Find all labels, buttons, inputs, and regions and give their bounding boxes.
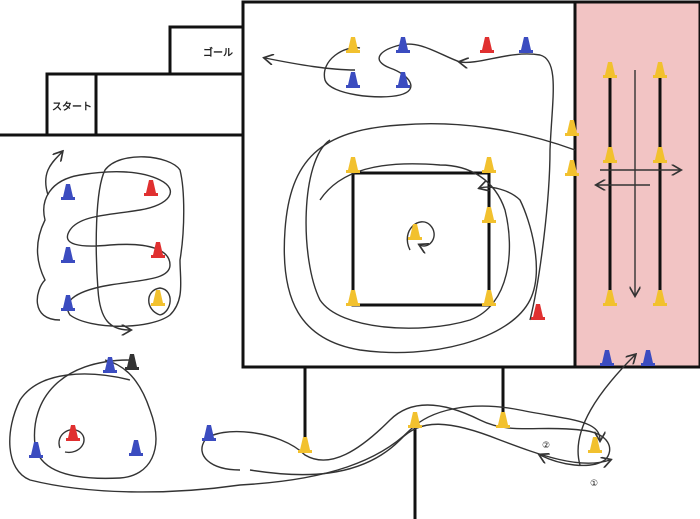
blue-cone-icon xyxy=(641,350,655,366)
yellow-cone-icon xyxy=(653,62,667,78)
inner-square xyxy=(351,171,491,307)
yellow-cone-icon xyxy=(603,290,617,306)
yellow-cone-icon xyxy=(496,412,510,428)
yellow-cone-icon xyxy=(603,62,617,78)
marker-2: ② xyxy=(542,441,550,451)
striped-pole-icon xyxy=(125,354,139,370)
goal-label: ゴール xyxy=(203,46,233,59)
blue-cone-icon xyxy=(519,37,533,53)
blue-cone-icon xyxy=(396,72,410,88)
yellow-cone-icon xyxy=(482,290,496,306)
blue-cone-icon xyxy=(61,184,75,200)
blue-cone-icon xyxy=(103,357,117,373)
yellow-cone-icon xyxy=(151,290,165,306)
marker-1: ① xyxy=(590,479,598,489)
yellow-cone-icon xyxy=(565,120,579,136)
red-cone-icon xyxy=(144,180,158,196)
yellow-cone-icon xyxy=(482,207,496,223)
yellow-cone-icon xyxy=(653,290,667,306)
blue-cone-icon xyxy=(600,350,614,366)
cones xyxy=(29,37,667,458)
yellow-cone-icon xyxy=(588,437,602,453)
goal-box xyxy=(168,25,245,76)
blue-cone-icon xyxy=(29,442,43,458)
yellow-cone-icon xyxy=(408,412,422,428)
blue-cone-icon xyxy=(396,37,410,53)
yellow-cone-icon xyxy=(653,147,667,163)
red-cone-icon xyxy=(480,37,494,53)
blue-cone-icon xyxy=(202,425,216,441)
yellow-cone-icon xyxy=(565,160,579,176)
red-cone-icon xyxy=(531,304,545,320)
start-label: スタート xyxy=(52,101,92,113)
yellow-cone-icon xyxy=(603,147,617,163)
red-cone-icon xyxy=(66,425,80,441)
route-paths xyxy=(9,43,680,493)
yellow-cone-icon xyxy=(346,37,360,53)
yellow-cone-icon xyxy=(482,157,496,173)
yellow-cone-icon xyxy=(298,437,312,453)
start-box xyxy=(45,72,98,137)
red-cone-icon xyxy=(151,242,165,258)
main-field-border xyxy=(241,0,700,369)
yellow-cone-icon xyxy=(346,290,360,306)
yellow-cone-icon xyxy=(408,224,422,240)
blue-cone-icon xyxy=(129,440,143,456)
yellow-cone-icon xyxy=(346,157,360,173)
blue-cone-icon xyxy=(346,72,360,88)
blue-cone-icon xyxy=(61,295,75,311)
blue-cone-icon xyxy=(61,247,75,263)
